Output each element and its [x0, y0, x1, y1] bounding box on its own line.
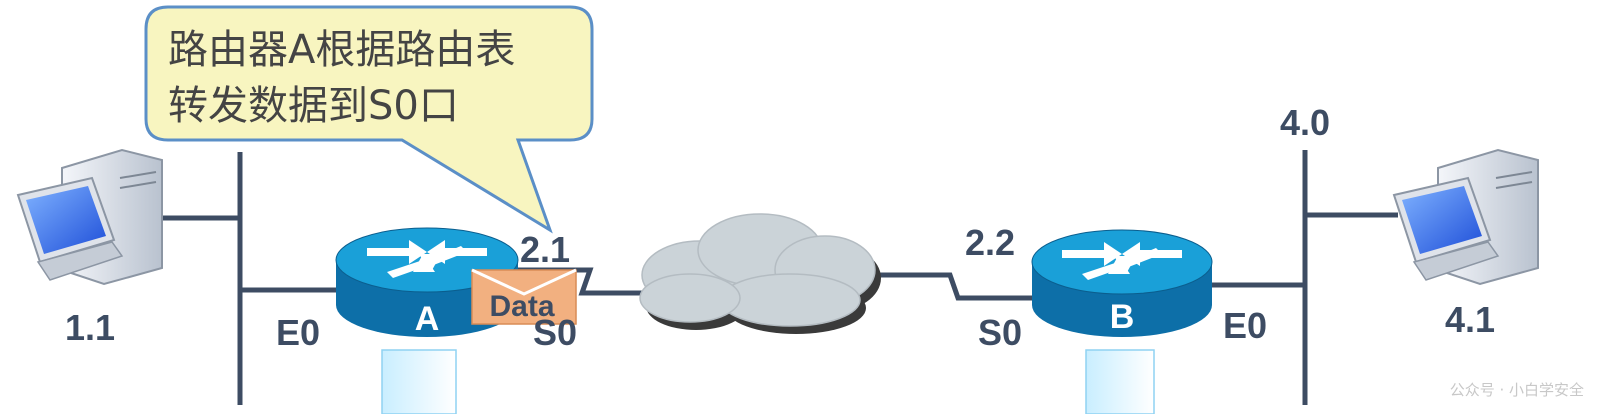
callout-line-1: 路由器A根据路由表 [168, 27, 516, 73]
router-b-icon [1031, 229, 1213, 414]
callout-text: 路由器A根据路由表 转发数据到S0口 [168, 22, 588, 134]
wan-cloud-icon [639, 213, 881, 334]
data-packet-envelope-icon [471, 268, 577, 325]
router-b-label: B [1110, 298, 1135, 336]
router-b-s0-label: S0 [978, 312, 1022, 353]
callout-line-2: 转发数据到S0口 [168, 83, 459, 129]
router-a-label: A [415, 300, 440, 338]
right-host-computer-icon [1392, 148, 1539, 286]
left-host-computer-icon [16, 148, 163, 286]
right-network-label: 4.0 [1280, 102, 1330, 143]
data-packet-label: Data [489, 290, 554, 323]
watermark: 公众号 · 小白学安全 [1449, 381, 1584, 399]
router-b-serial-ip-label: 2.2 [965, 222, 1015, 263]
router-a-s0-label: S0 [533, 312, 577, 353]
right-host-ip-label: 4.1 [1445, 299, 1495, 340]
router-b-e0-label: E0 [1223, 305, 1267, 346]
callout-balloon [144, 5, 594, 234]
router-a-serial-ip-label: 2.1 [520, 229, 570, 270]
router-a-e0-label: E0 [276, 312, 320, 353]
left-host-ip-label: 1.1 [65, 307, 115, 348]
router-b-serial-link [868, 272, 1032, 301]
